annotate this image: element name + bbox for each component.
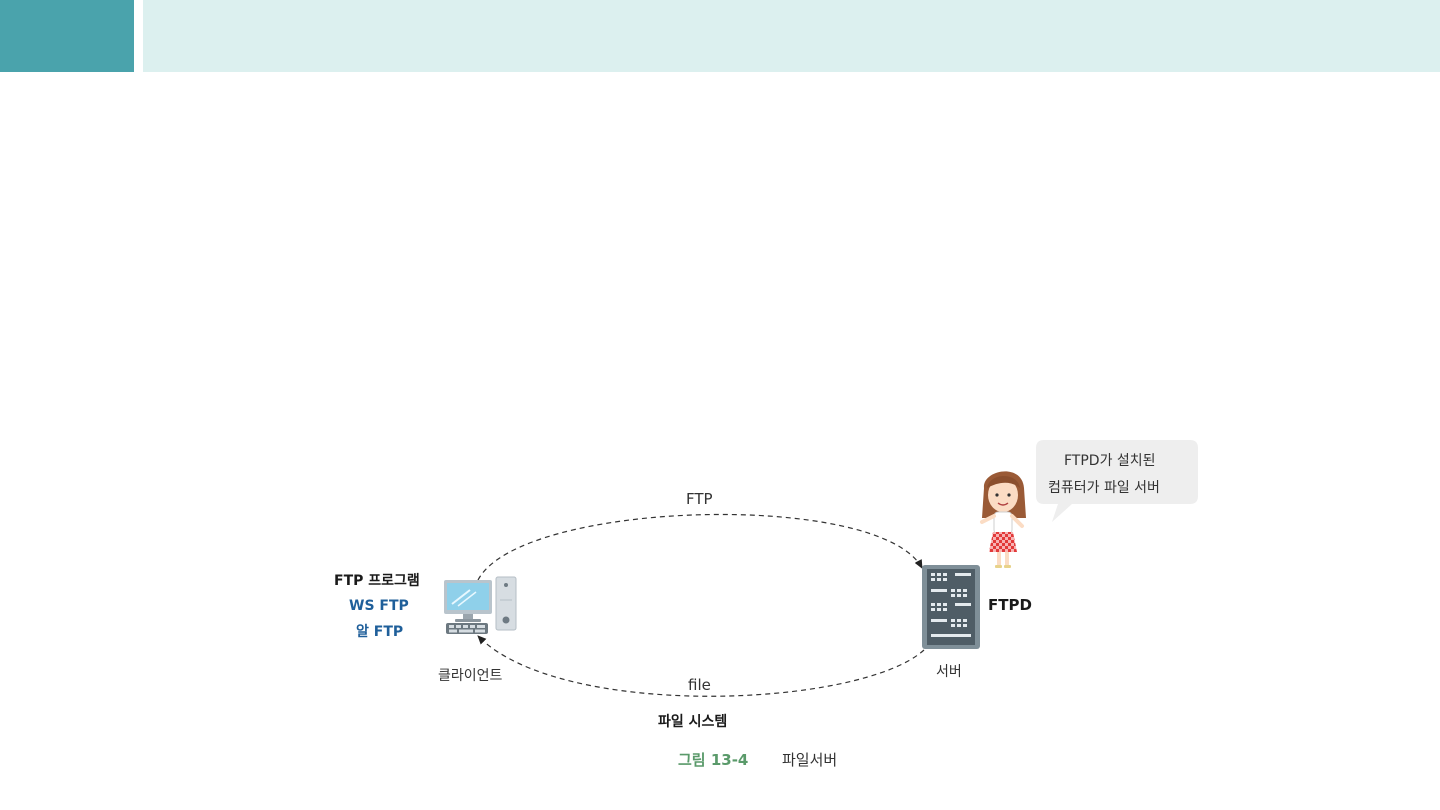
filesystem-label: 파일 시스템: [658, 714, 728, 730]
file-arrow-label: file: [688, 676, 711, 694]
server-daemon-label: FTPD: [988, 596, 1032, 614]
header-bar: [143, 0, 1440, 72]
client-caption: 클라이언트: [438, 668, 503, 684]
client-program-label: FTP 프로그램: [334, 573, 420, 589]
client-example-wsftp: WS FTP: [349, 598, 409, 614]
speech-bubble-line-1: FTPD가 설치된: [1064, 453, 1156, 469]
figure-number: 그림 13-4: [678, 751, 749, 769]
girl-character-icon: [980, 471, 1026, 568]
speech-bubble: [1036, 440, 1198, 522]
client-example-alftp: 알 FTP: [356, 624, 404, 640]
client-computer-icon: [444, 576, 517, 634]
server-rack-icon: [922, 565, 980, 649]
ftp-arrow-label: FTP: [686, 490, 713, 508]
speech-bubble-line-2: 컴퓨터가 파일 서버: [1048, 480, 1160, 496]
ftp-arrow: [477, 513, 923, 581]
server-caption: 서버: [936, 664, 962, 680]
header-accent-block: [0, 0, 134, 72]
figure-title: 파일서버: [782, 751, 838, 769]
